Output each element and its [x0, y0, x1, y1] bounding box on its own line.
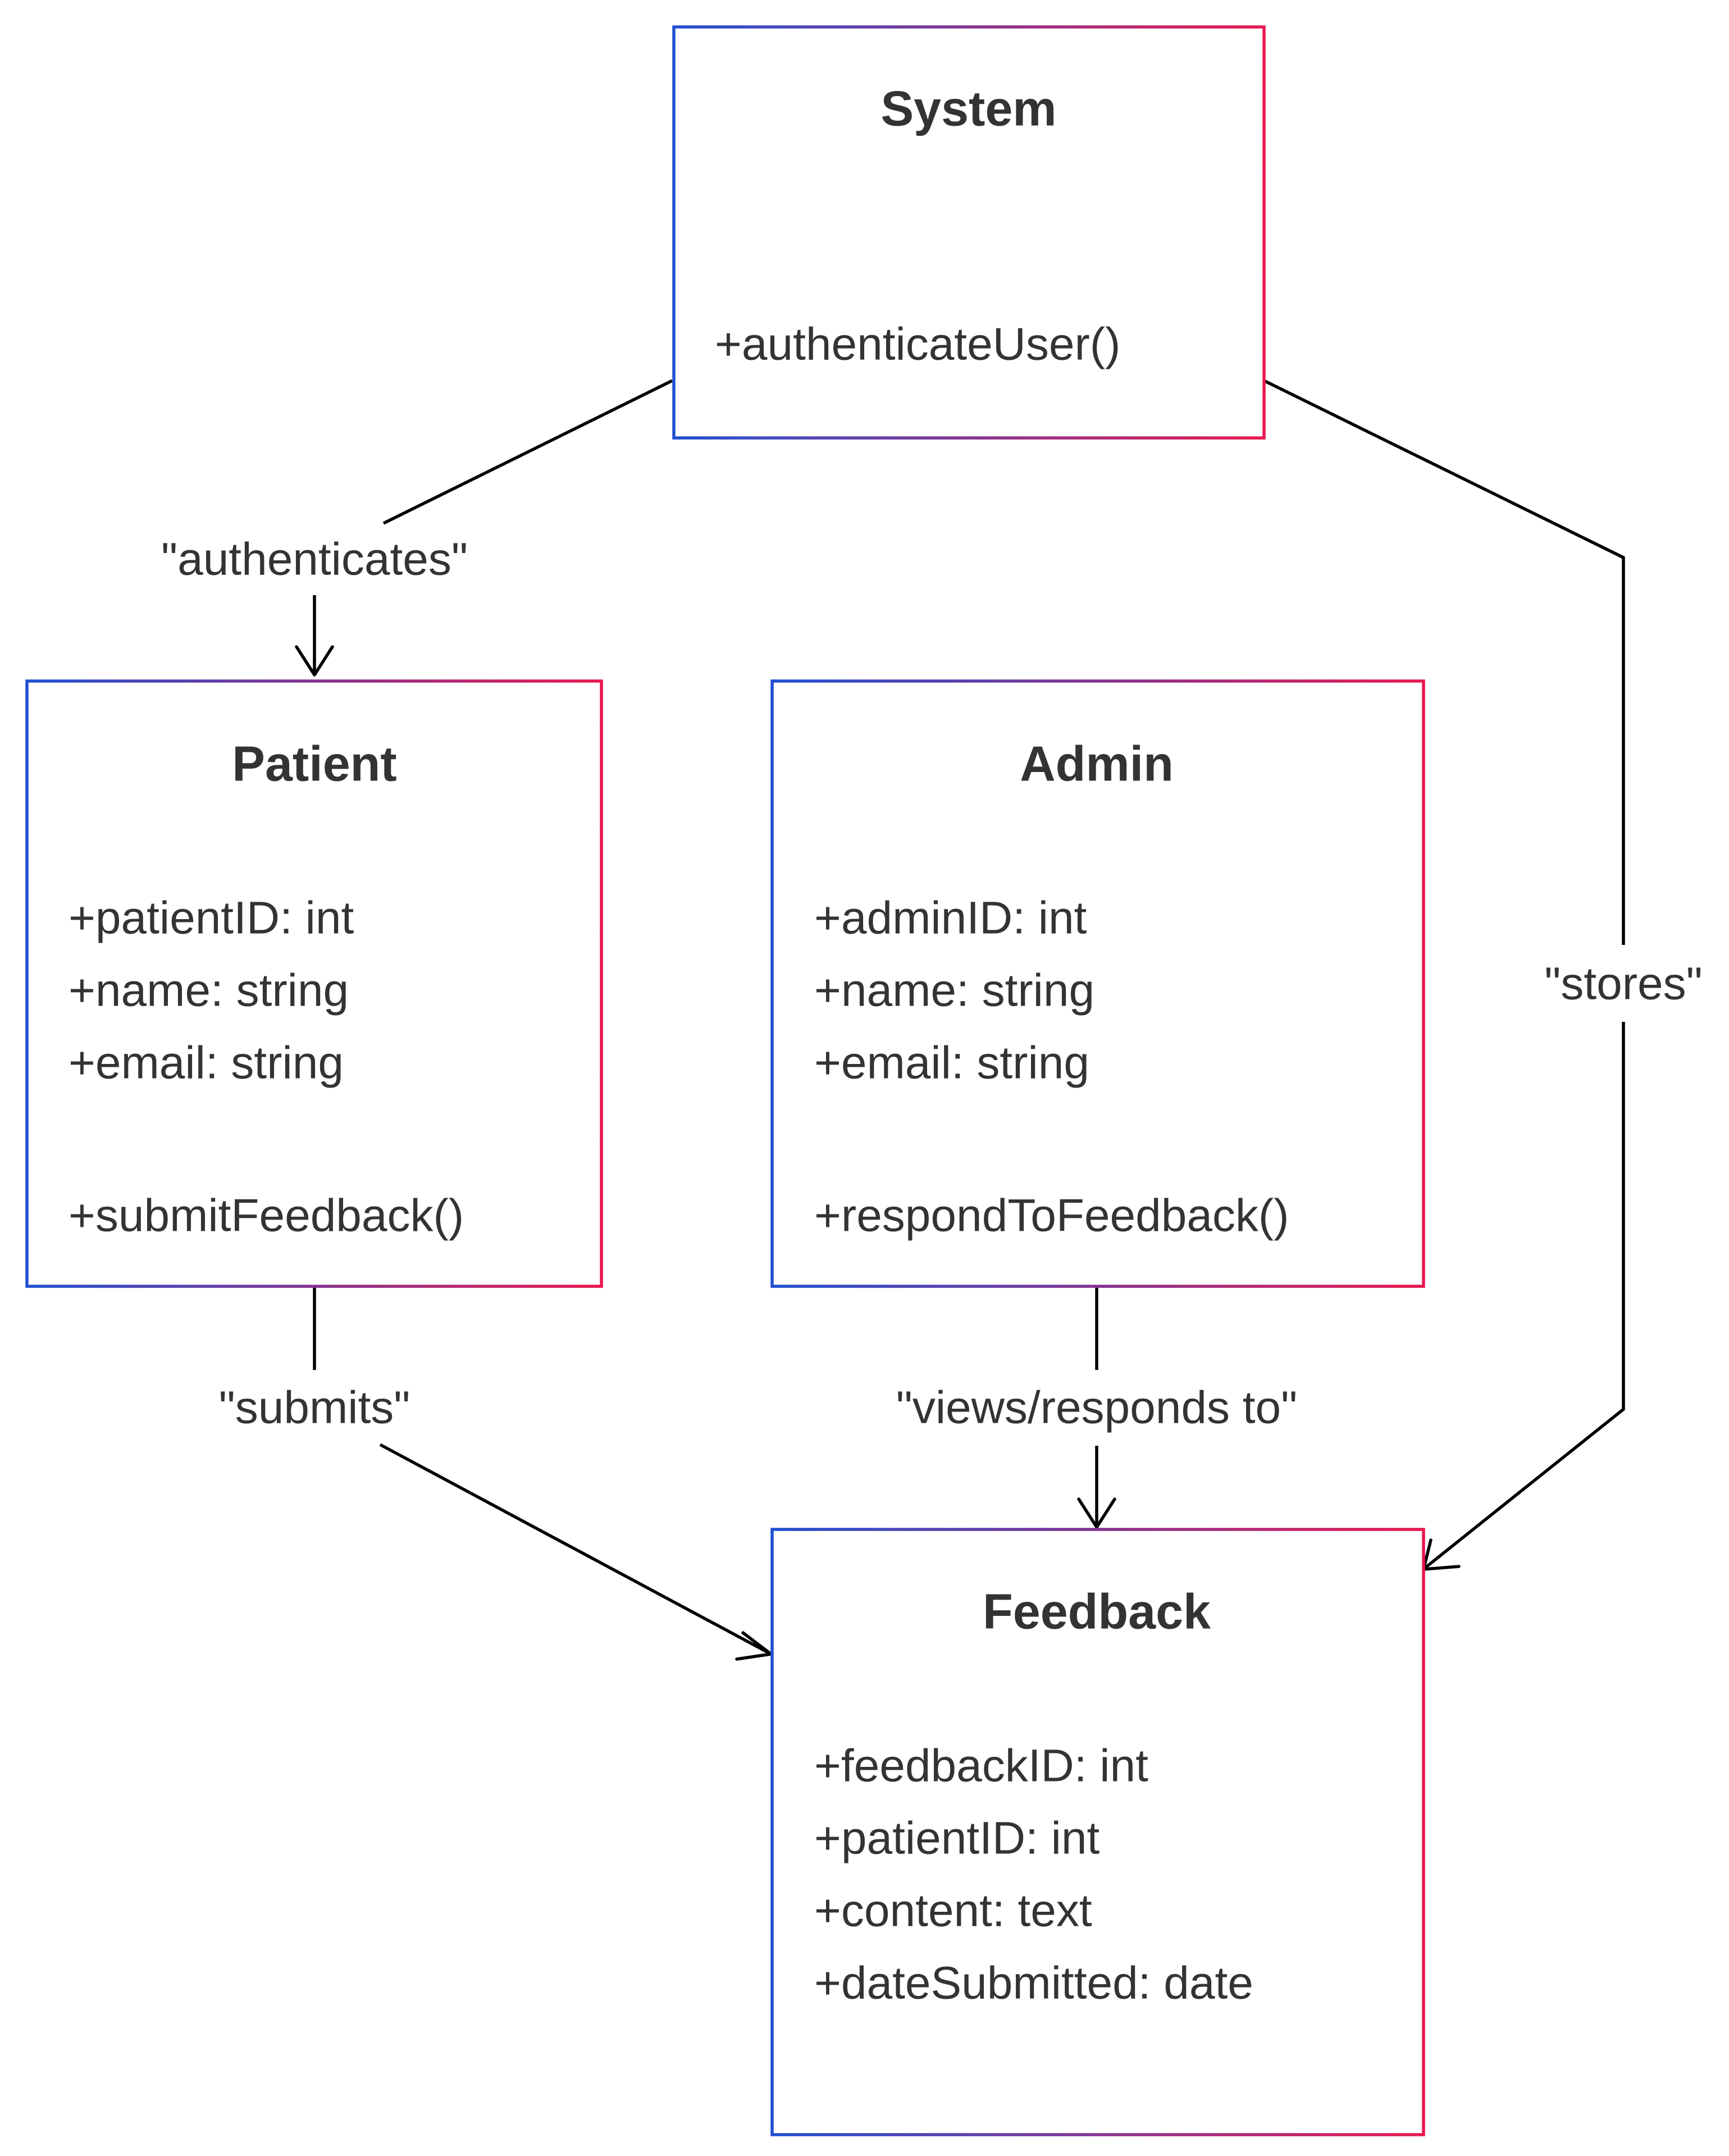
class-feedback: Feedback +feedbackID: int +patientID: in… [770, 1528, 1425, 2136]
class-feedback-attribute: +dateSubmitted: date [814, 1958, 1253, 2009]
class-patient: Patient +patientID: int +name: string +e… [25, 679, 603, 1288]
arrowhead-patient [295, 645, 334, 677]
edge-stores-line-upper [1263, 379, 1625, 945]
class-system-box [672, 25, 1266, 440]
class-admin-attribute: +email: string [814, 1038, 1089, 1089]
edge-submits [313, 1286, 773, 1661]
class-patient-attribute: +email: string [69, 1038, 344, 1089]
class-patient-attribute: +name: string [69, 965, 349, 1016]
edge-authenticates [295, 379, 673, 677]
edge-views [1077, 1286, 1116, 1529]
class-feedback-attribute: +patientID: int [814, 1813, 1100, 1864]
edge-submits-line-lower [379, 1443, 772, 1656]
class-system: System +authenticateUser() [672, 25, 1266, 440]
class-feedback-attribute: +feedbackID: int [814, 1741, 1148, 1792]
class-admin-method: +respondToFeedback() [814, 1190, 1289, 1241]
edge-label-submits: "submits" [219, 1382, 410, 1433]
arrowhead-feedback-views [1077, 1497, 1116, 1529]
class-patient-method: +submitFeedback() [69, 1190, 464, 1241]
edge-label-authenticates: "authenticates" [161, 534, 468, 585]
class-admin-attribute: +adminID: int [814, 893, 1087, 944]
class-system-method: +authenticateUser() [715, 319, 1120, 370]
class-patient-box [25, 679, 603, 1288]
class-admin-box [770, 679, 1425, 1288]
class-patient-title: Patient [232, 736, 396, 792]
class-system-title: System [881, 81, 1056, 136]
edge-authenticates-line [382, 379, 673, 525]
edge-label-views: "views/responds to" [896, 1382, 1298, 1433]
class-admin-title: Admin [1020, 736, 1174, 792]
edge-label-stores: "stores" [1544, 958, 1703, 1010]
class-feedback-box [770, 1528, 1425, 2136]
class-admin-attribute: +name: string [814, 965, 1094, 1016]
class-admin: Admin +adminID: int +name: string +email… [770, 679, 1425, 1288]
class-patient-attribute: +patientID: int [69, 893, 354, 944]
class-feedback-attribute: +content: text [814, 1885, 1092, 1936]
class-feedback-title: Feedback [983, 1584, 1211, 1639]
edge-stores-line-lower [1424, 1022, 1625, 1570]
